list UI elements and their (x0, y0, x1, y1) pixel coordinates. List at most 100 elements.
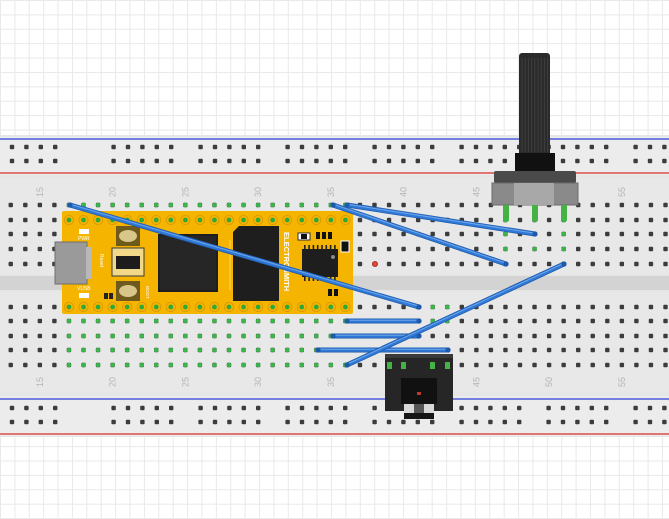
jack-pin (387, 362, 392, 369)
rail-hole (24, 419, 29, 425)
column-label: 20 (108, 187, 118, 197)
breadboard-hole (23, 347, 28, 353)
rail-hole (328, 158, 333, 164)
connected-hole (299, 347, 305, 353)
breadboard-hole (401, 304, 406, 310)
potentiometer[interactable] (491, 53, 579, 221)
connected-hole (226, 333, 232, 339)
breadboard-hole (648, 347, 654, 353)
rail-hole (53, 144, 58, 150)
usb-connector (54, 241, 88, 285)
connected-hole (314, 362, 319, 368)
rail-hole (111, 158, 116, 164)
connected-hole (328, 318, 334, 324)
rail-hole (53, 405, 58, 411)
rail-hole (169, 405, 174, 411)
wire-end (344, 318, 350, 324)
jumper-wire[interactable] (344, 261, 567, 368)
breadboard-hole (386, 261, 392, 267)
connected-hole (197, 202, 203, 208)
breadboard-hole (576, 318, 581, 324)
breadboard-hole (430, 202, 435, 208)
jumper-wire[interactable] (330, 202, 509, 267)
breadboard-hole (619, 246, 625, 252)
breadboard-hole (561, 362, 566, 368)
breadboard-hole (503, 362, 508, 368)
breadboard-hole (590, 362, 595, 368)
rail-hole (212, 158, 218, 164)
breadboard-hole (517, 318, 523, 324)
connected-hole (81, 347, 86, 353)
breadboard-hole (52, 333, 57, 339)
column-label: 45 (471, 377, 481, 387)
breadboard-hole (590, 217, 595, 223)
breadboard-hole (605, 304, 610, 310)
breadboard-hole (576, 217, 581, 223)
rail-hole (328, 144, 333, 150)
jumper-wire[interactable] (67, 202, 422, 310)
connected-hole (95, 202, 101, 208)
rail-hole (285, 144, 290, 150)
breadboard-hole (590, 202, 595, 208)
wire-end (330, 333, 336, 339)
breadboard-hole (8, 202, 13, 208)
breadboard-hole (605, 261, 610, 267)
audio-jack[interactable] (385, 354, 453, 419)
column-label: 55 (617, 187, 627, 197)
connected-hole (81, 362, 86, 368)
breadboard-hole (546, 333, 552, 339)
breadboard-hole (8, 261, 13, 267)
rail-hole (502, 405, 507, 411)
breadboard-hole (8, 231, 13, 237)
connected-hole (153, 333, 159, 339)
rail-hole (125, 158, 131, 164)
breadboard-hole (663, 304, 668, 310)
breadboard-hole (605, 217, 610, 223)
column-label: 30 (253, 187, 263, 197)
connected-hole (66, 333, 72, 339)
breadboard-hole (445, 246, 450, 252)
breadboard-hole (619, 347, 625, 353)
rail-hole (24, 405, 29, 411)
connected-hole (299, 333, 305, 339)
breadboard-hole (52, 202, 57, 208)
connected-hole (168, 362, 174, 368)
rail-hole (517, 419, 522, 425)
connected-hole (183, 347, 188, 353)
breadboard-hole (517, 304, 523, 310)
breadboard-hole (663, 202, 668, 208)
connected-hole (314, 333, 319, 339)
rail-hole (647, 144, 653, 150)
breadboard-hole (648, 362, 654, 368)
jumper-wires[interactable] (67, 202, 567, 368)
jumper-wire[interactable] (344, 318, 422, 324)
rail-hole (299, 419, 305, 425)
rail-hole (386, 419, 392, 425)
microcontroller-board[interactable]: PWR VUSB Reset BOOT ELECTROSMITH (54, 202, 566, 368)
breadboard-hole (357, 304, 363, 310)
column-label: 25 (180, 377, 190, 387)
breadboard-hole (37, 261, 43, 267)
breadboard-hole (576, 362, 581, 368)
column-label: 20 (108, 377, 118, 387)
rail-hole (488, 144, 493, 150)
breadboard-hole (401, 246, 406, 252)
connected-hole (95, 333, 101, 339)
rail-hole (314, 144, 319, 150)
breadboard-hole (532, 304, 537, 310)
breadboard-hole (532, 318, 537, 324)
rail-hole (560, 419, 566, 425)
breadboard-hole (605, 362, 610, 368)
connected-hole (212, 318, 217, 324)
rail-hole (589, 144, 594, 150)
rail-hole (140, 144, 145, 150)
rail-hole (154, 419, 159, 425)
breadboard-hole (648, 202, 654, 208)
breadboard-hole (503, 333, 508, 339)
pwr-label: PWR (78, 236, 90, 242)
rail-hole (589, 419, 594, 425)
jumper-wire[interactable] (344, 202, 538, 237)
breadboard-hole (648, 261, 654, 267)
breadboard-hole (52, 304, 57, 310)
connected-hole (197, 318, 203, 324)
